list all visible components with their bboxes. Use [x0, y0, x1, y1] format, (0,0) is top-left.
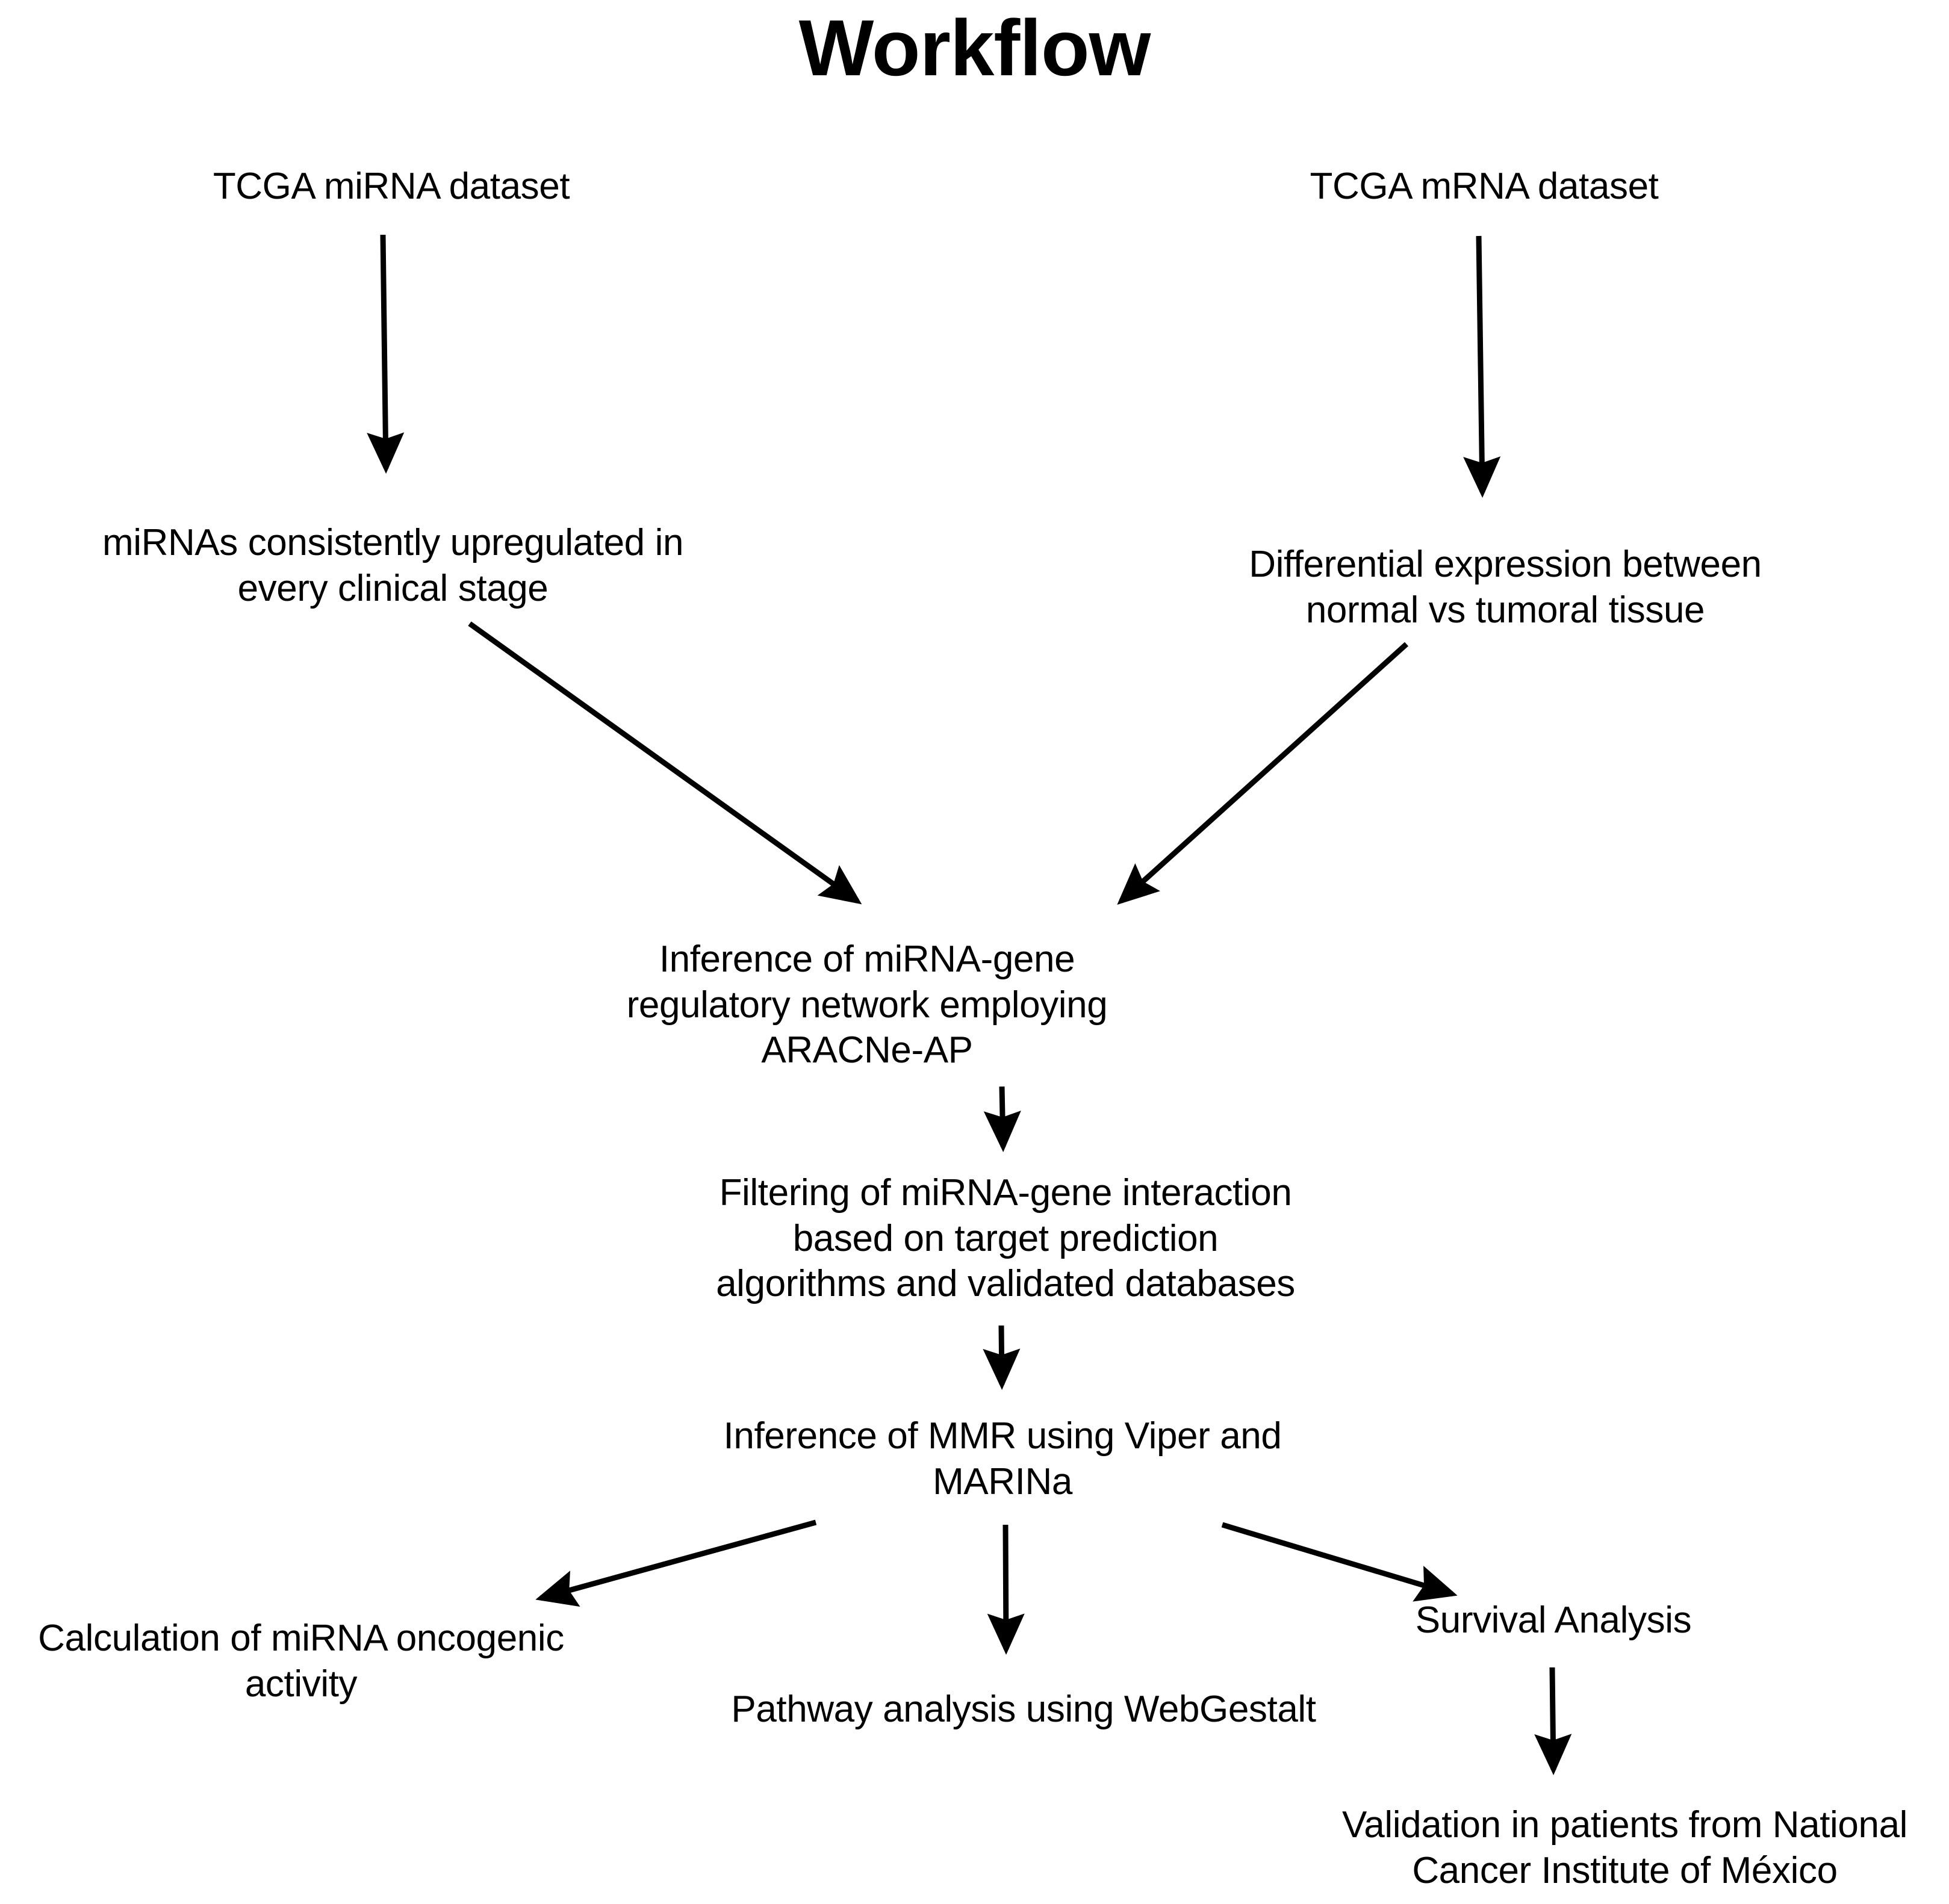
node-inference-mmr: Inference of MMR using Viper and MARINa: [723, 1415, 1282, 1502]
edge-inference-mmr-to-oncogenic-activity: [535, 1519, 817, 1607]
edge-tcga-mrna-to-differential-expression: [1463, 235, 1501, 498]
node-mirnas-upregulated: miRNAs consistently upregulated in every…: [102, 522, 684, 609]
node-tcga-mirna-dataset: TCGA miRNA dataset: [213, 166, 570, 207]
node-survival-analysis: Survival Analysis: [1415, 1599, 1692, 1641]
edge-mirnas-upregulated-to-inference-network: [468, 621, 862, 905]
node-oncogenic-activity: Calculation of miRNA oncogenic activity: [38, 1617, 564, 1705]
node-filtering-interactions: Filtering of miRNA-gene interaction base…: [716, 1172, 1295, 1305]
page-title: Workflow: [798, 4, 1151, 92]
edge-inference-network-to-filtering: [983, 1086, 1021, 1152]
node-differential-expression: Differential expression between normal v…: [1249, 544, 1762, 631]
node-tcga-mrna-dataset: TCGA mRNA dataset: [1310, 166, 1659, 207]
edge-differential-expression-to-inference-network: [1117, 642, 1409, 905]
edge-tcga-mirna-to-mirnas-upregulated: [367, 234, 405, 474]
node-validation-patients: Validation in patients from National Can…: [1341, 1804, 1908, 1891]
edge-survival-analysis-to-validation: [1534, 1667, 1572, 1775]
edge-inference-mmr-to-survival-analysis: [1221, 1522, 1458, 1602]
edge-filtering-to-inference-mmr: [983, 1325, 1021, 1390]
node-pathway-analysis: Pathway analysis using WebGestalt: [731, 1688, 1316, 1730]
node-inference-regulatory-network: Inference of miRNA-gene regulatory netwo…: [626, 938, 1108, 1071]
